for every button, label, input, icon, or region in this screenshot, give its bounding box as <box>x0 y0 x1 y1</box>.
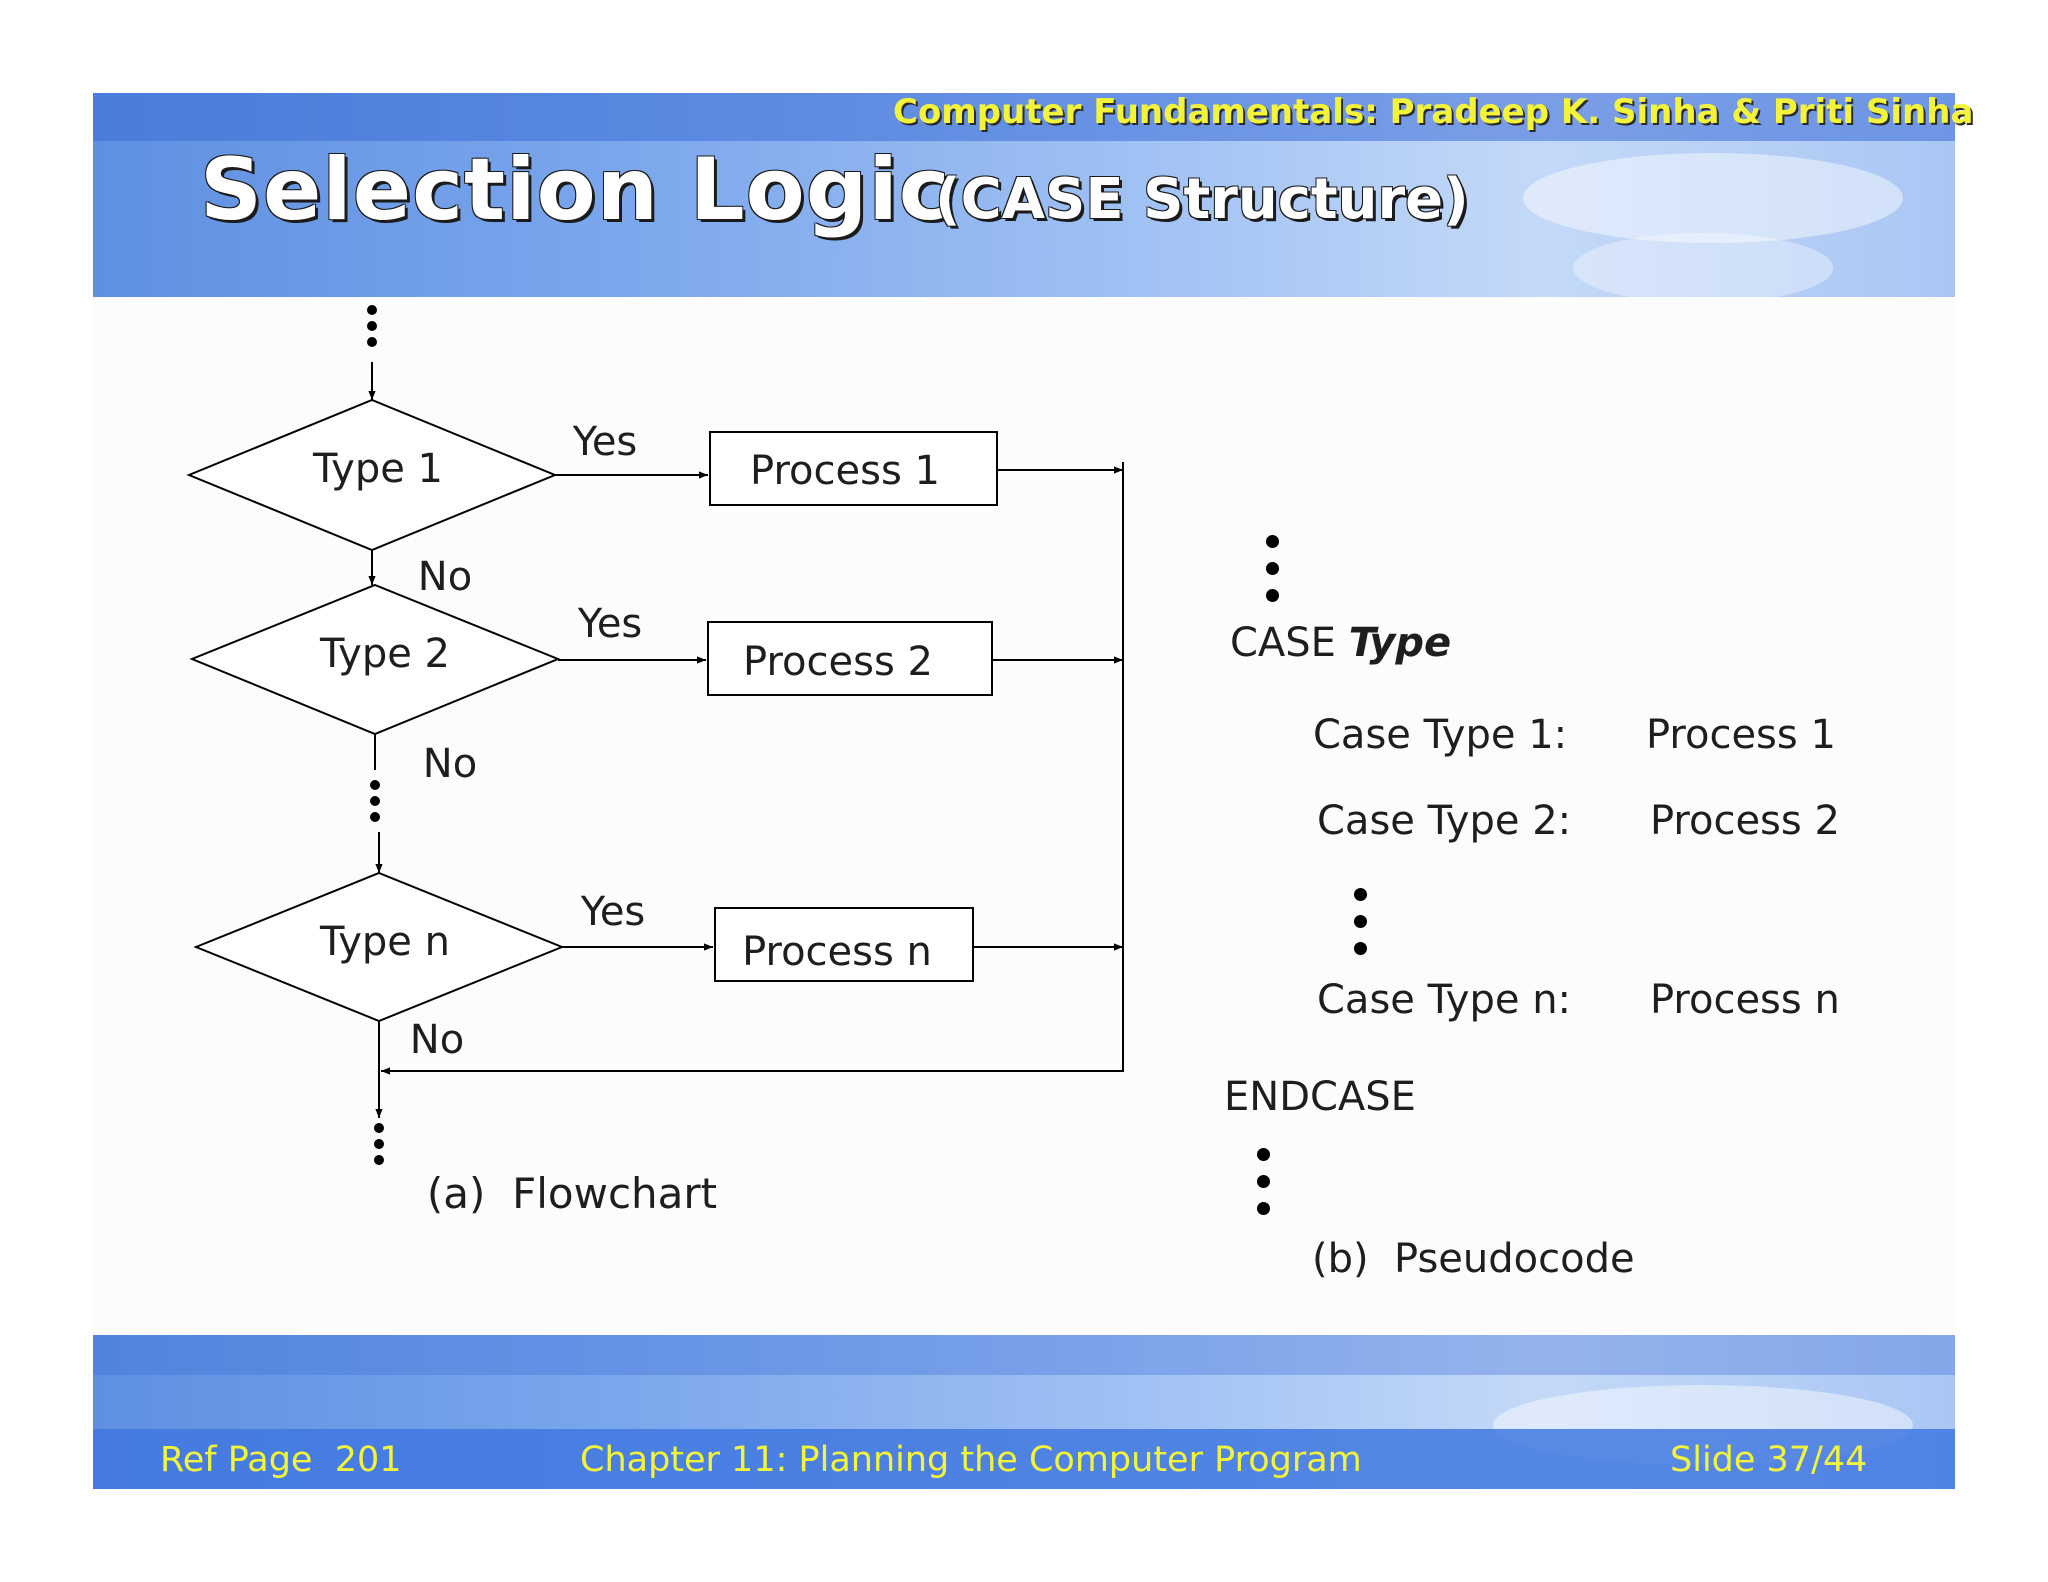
process-box-n <box>714 907 974 982</box>
no-label-2: No <box>423 741 477 787</box>
decision-label-2: Type 2 <box>319 631 450 677</box>
vertical-ellipsis-pc-bottom <box>1257 1148 1273 1229</box>
decision-label-1: Type 1 <box>312 446 443 492</box>
process-label-1: Process 1 <box>750 448 940 494</box>
footer-slide-number: Slide 37/44 <box>1670 1440 1868 1480</box>
yes-label-1: Yes <box>572 419 638 465</box>
footer-chapter: Chapter 11: Planning the Computer Progra… <box>580 1440 1362 1480</box>
yes-label-2: Yes <box>577 601 643 647</box>
no-label-1: No <box>418 554 472 600</box>
vertical-ellipsis-mid <box>370 780 380 822</box>
book-credit: Computer Fundamentals: Pradeep K. Sinha … <box>893 92 1974 132</box>
slide-subtitle: (CASE Structure) <box>935 167 1469 232</box>
case-action-1: Process 1 <box>1646 712 1836 758</box>
slide-title: Selection Logic <box>200 140 951 240</box>
case-label-1: Case Type 1: <box>1313 712 1568 758</box>
merge-connector <box>381 462 1124 1075</box>
decision-label-n: Type n <box>319 919 450 965</box>
process-label-2: Process 2 <box>743 639 933 685</box>
footer-banner <box>93 1335 1955 1489</box>
pseudocode-caption: (b) Pseudocode <box>1312 1236 1635 1282</box>
yes-label-n: Yes <box>580 889 646 935</box>
case-action-2: Process 2 <box>1650 798 1840 844</box>
process-box-1 <box>709 431 998 506</box>
case-keyword: CASE <box>1230 620 1336 666</box>
case-label-2: Case Type 2: <box>1317 798 1572 844</box>
case-action-n: Process n <box>1650 977 1840 1023</box>
header-banner <box>93 93 1955 297</box>
vertical-ellipsis-bottom <box>374 1123 384 1165</box>
vertical-ellipsis-top <box>367 305 377 347</box>
case-label-n: Case Type n: <box>1317 977 1572 1023</box>
vertical-ellipsis-pc-top <box>1266 535 1282 616</box>
no-label-n: No <box>410 1017 464 1063</box>
case-line: CASE Type <box>1230 620 1451 666</box>
vertical-ellipsis-pc-mid <box>1354 888 1370 969</box>
flowchart-caption: (a) Flowchart <box>427 1169 717 1218</box>
process-label-n: Process n <box>742 929 932 975</box>
process-box-2 <box>707 621 993 696</box>
case-variable: Type <box>1348 620 1452 666</box>
footer-ref-page: Ref Page 201 <box>160 1440 402 1480</box>
endcase-keyword: ENDCASE <box>1224 1074 1416 1120</box>
